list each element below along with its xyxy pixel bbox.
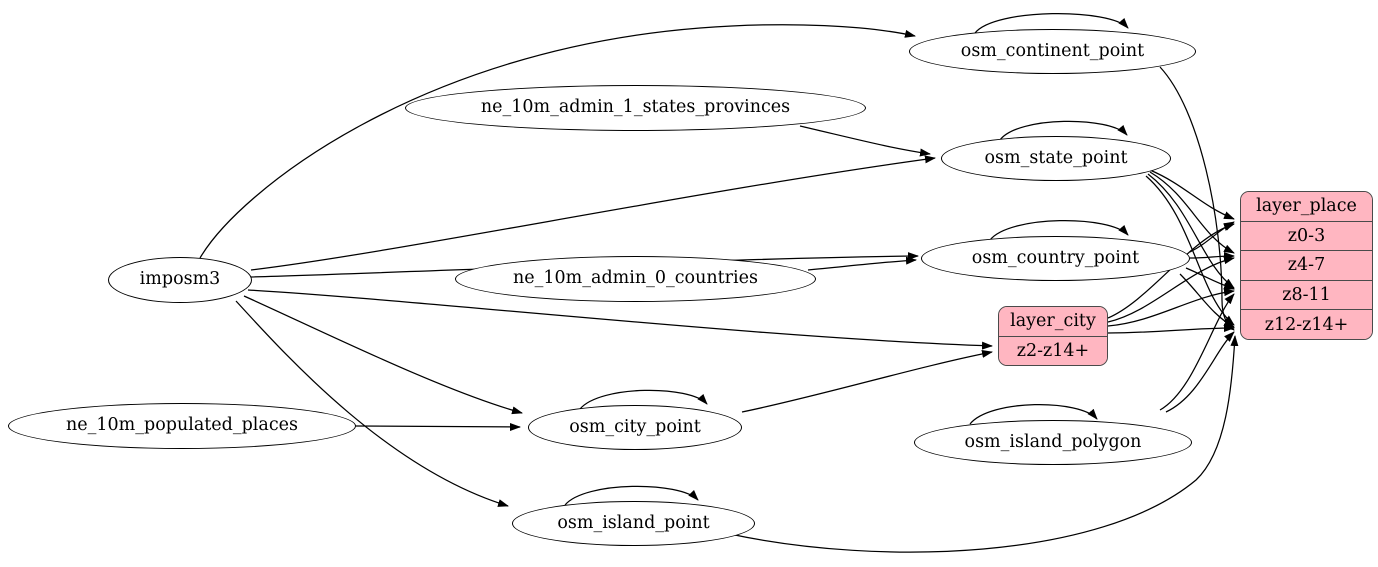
layer-place-row-z8-11[interactable]: z8-11 — [1241, 280, 1372, 311]
node-label: osm_continent_point — [960, 40, 1145, 61]
edge-layer-city-to-layer-place-z8 — [1107, 288, 1235, 327]
edge-self-osm-continent-point — [974, 13, 1129, 34]
node-label: imposm3 — [139, 269, 221, 290]
layer-place-row-z12-z14plus[interactable]: z12-z14+ — [1241, 310, 1372, 339]
node-layer-city[interactable]: layer_city z2-z14+ — [998, 306, 1108, 366]
node-label: osm_island_point — [557, 512, 710, 533]
edge-osm-island-polygon-to-layer-place-z8 — [1159, 293, 1235, 411]
edge-ne-populated-to-osm-city-point — [355, 422, 521, 431]
edge-imposm3-to-osm-continent-point — [199, 24, 916, 259]
edge-imposm3-to-osm-city-point — [243, 295, 523, 415]
edge-osm-country-point-to-layer-place-z4 — [1189, 252, 1235, 261]
node-ne-10m-admin-0-countries[interactable]: ne_10m_admin_0_countries — [455, 256, 816, 302]
node-ne-10m-admin-1-states-provinces[interactable]: ne_10m_admin_1_states_provinces — [405, 85, 866, 131]
node-osm-state-point[interactable]: osm_state_point — [941, 136, 1171, 181]
edge-layer-city-to-layer-place-z4 — [1107, 256, 1235, 323]
edge-osm-country-point-to-layer-place-z8 — [1185, 267, 1235, 290]
layer-place-row-z0-3[interactable]: z0-3 — [1241, 221, 1372, 252]
edge-ne-states-to-osm-state-point — [799, 125, 931, 157]
node-osm-city-point[interactable]: osm_city_point — [528, 405, 742, 450]
edge-osm-island-point-to-layer-place-z12 — [729, 335, 1239, 553]
edge-self-osm-island-polygon — [969, 403, 1098, 425]
node-label: ne_10m_admin_0_countries — [513, 268, 758, 289]
node-osm-country-point[interactable]: osm_country_point — [921, 236, 1190, 281]
edge-osm-country-point-to-layer-place-z12 — [1179, 273, 1235, 328]
node-osm-island-polygon[interactable]: osm_island_polygon — [914, 420, 1192, 465]
edge-osm-city-point-to-layer-city — [741, 349, 993, 413]
edge-osm-state-point-to-layer-place-z8 — [1147, 173, 1235, 289]
node-ne-10m-populated-places[interactable]: ne_10m_populated_places — [8, 403, 356, 449]
node-osm-island-point[interactable]: osm_island_point — [512, 501, 755, 546]
layer-city-title: layer_city — [999, 307, 1107, 337]
node-label: osm_city_point — [569, 416, 701, 437]
node-label: osm_state_point — [984, 147, 1128, 168]
edge-layer-city-to-layer-place-z12 — [1107, 324, 1235, 334]
node-layer-place[interactable]: layer_place z0-3 z4-7 z8-11 z12-z14+ — [1240, 191, 1373, 340]
node-label: osm_island_polygon — [964, 431, 1142, 452]
edge-osm-state-point-to-layer-place-z4 — [1149, 171, 1235, 254]
edge-osm-state-point-to-layer-place-z0 — [1149, 169, 1235, 220]
node-label: ne_10m_admin_1_states_provinces — [480, 97, 791, 118]
edge-imposm3-to-osm-state-point — [250, 155, 936, 271]
edge-self-osm-state-point — [999, 120, 1128, 141]
layer-place-title: layer_place — [1241, 192, 1372, 222]
edge-imposm3-to-layer-city — [247, 289, 993, 350]
edge-osm-island-polygon-to-layer-place-z12 — [1165, 331, 1235, 413]
node-label: ne_10m_populated_places — [66, 415, 298, 436]
node-osm-continent-point[interactable]: osm_continent_point — [909, 29, 1196, 74]
edge-imposm3-to-osm-island-point — [235, 300, 509, 507]
edge-self-osm-city-point — [579, 389, 708, 410]
layer-place-row-z4-7[interactable]: z4-7 — [1241, 251, 1372, 281]
edge-self-osm-country-point — [989, 219, 1129, 241]
edge-ne-countries-to-osm-country-point — [807, 256, 917, 271]
edge-self-osm-island-point — [564, 485, 699, 506]
node-label: osm_country_point — [971, 247, 1140, 268]
node-imposm3[interactable]: imposm3 — [108, 257, 252, 303]
layer-city-row-z2-z14plus[interactable]: z2-z14+ — [999, 336, 1107, 365]
